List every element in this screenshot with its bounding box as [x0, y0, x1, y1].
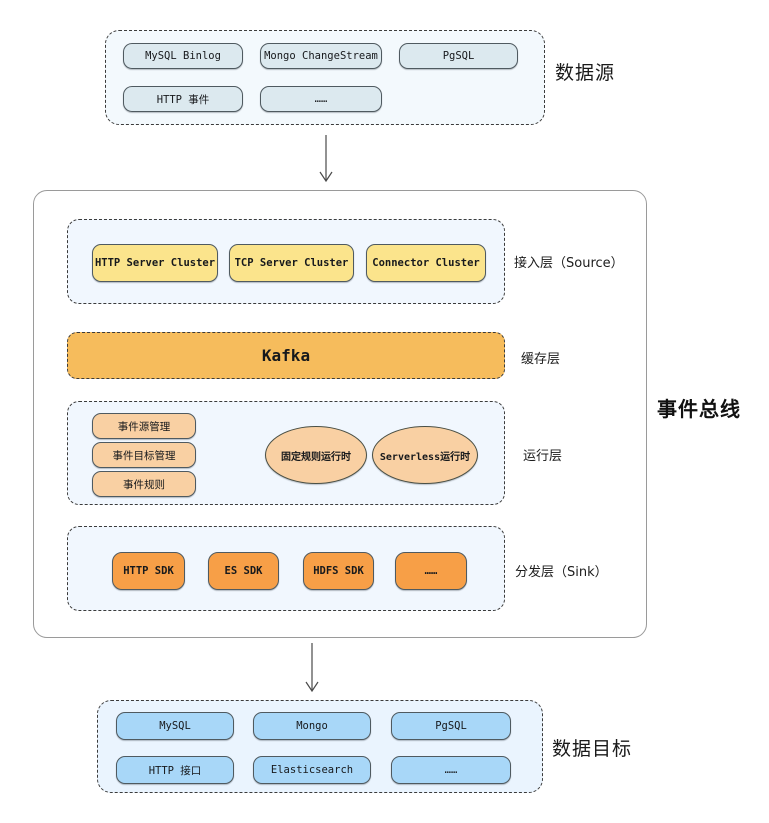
data-target-group: MySQL Mongo PgSQL HTTP 接口 Elasticsearch …: [97, 700, 543, 793]
sink-layer-group: HTTP SDK ES SDK HDFS SDK ……: [67, 526, 505, 611]
node-event-target-mgmt: 事件目标管理: [92, 442, 196, 468]
runtime-layer-label: 运行层: [523, 449, 563, 464]
event-bus-label: 事件总线: [657, 397, 741, 421]
node-event-source-mgmt: 事件源管理: [92, 413, 196, 439]
node-tcp-server-cluster: TCP Server Cluster: [229, 244, 354, 282]
node-es-sdk: ES SDK: [208, 552, 279, 590]
node-mysql-target: MySQL: [116, 712, 234, 740]
runtime-layer-group: 事件源管理 事件目标管理 事件规则 固定规则运行时 Serverless运行时: [67, 401, 505, 505]
node-http-api: HTTP 接口: [116, 756, 234, 784]
node-target-ellipsis: ……: [391, 756, 511, 784]
node-event-rule: 事件规则: [92, 471, 196, 497]
node-mongo-changestream: Mongo ChangeStream: [260, 43, 382, 69]
down-arrow-icon: [319, 135, 333, 183]
node-elasticsearch: Elasticsearch: [253, 756, 371, 784]
node-fixed-rule-runtime: 固定规则运行时: [265, 426, 367, 484]
node-http-server-cluster: HTTP Server Cluster: [92, 244, 218, 282]
access-layer-group: HTTP Server Cluster TCP Server Cluster C…: [67, 219, 505, 304]
node-hdfs-sdk: HDFS SDK: [303, 552, 374, 590]
data-source-group: MySQL Binlog Mongo ChangeStream PgSQL HT…: [105, 30, 545, 125]
data-target-label: 数据目标: [552, 738, 633, 760]
node-sink-ellipsis: ……: [395, 552, 467, 590]
node-kafka: Kafka: [67, 332, 505, 379]
node-pgsql-target: PgSQL: [391, 712, 511, 740]
node-mongo-target: Mongo: [253, 712, 371, 740]
node-source-ellipsis: ……: [260, 86, 382, 112]
node-http-event: HTTP 事件: [123, 86, 243, 112]
data-source-label: 数据源: [555, 62, 616, 84]
node-connector-cluster: Connector Cluster: [366, 244, 486, 282]
node-http-sdk: HTTP SDK: [112, 552, 185, 590]
sink-layer-label: 分发层（Sink）: [515, 565, 608, 580]
node-serverless-runtime: Serverless运行时: [372, 426, 478, 484]
down-arrow-icon: [305, 643, 319, 693]
cache-layer-label: 缓存层: [521, 352, 561, 367]
event-bus-frame: HTTP Server Cluster TCP Server Cluster C…: [33, 190, 647, 638]
access-layer-label: 接入层（Source）: [514, 256, 624, 271]
node-mysql-binlog: MySQL Binlog: [123, 43, 243, 69]
node-pgsql-source: PgSQL: [399, 43, 518, 69]
